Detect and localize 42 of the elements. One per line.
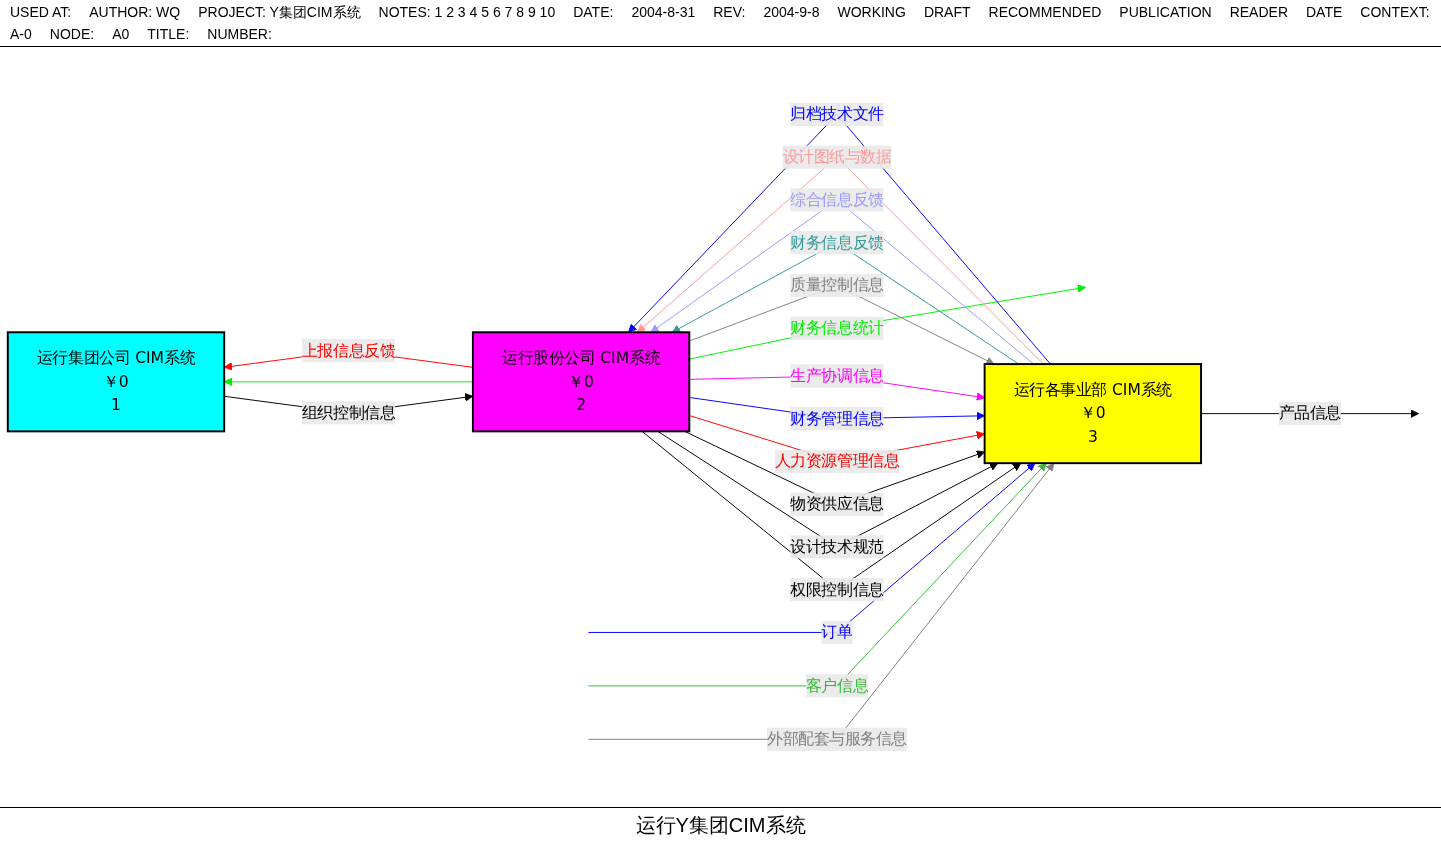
edge-label: 外部配套与服务信息 (767, 729, 907, 749)
edge-label: 人力资源管理信息 (774, 451, 900, 471)
frame-label: 2004-9-8 (763, 4, 820, 22)
node-box: 运行各事业部 CIM系统 ￥0 3 (983, 363, 1202, 465)
edge-label: 产品信息 (1278, 404, 1341, 423)
frame-label: AUTHOR: WQ (89, 4, 181, 22)
edge-label: 财务信息反馈 (790, 233, 884, 252)
frame-label: PROJECT: Y集团CIM系统 (198, 4, 361, 22)
frame-label: A-0 (10, 26, 32, 42)
frame-label: A0 (112, 26, 130, 42)
frame-label: NUMBER: (207, 26, 272, 42)
frame-label: CONTEXT: (1360, 4, 1430, 22)
frame-label: DATE: (573, 4, 614, 22)
frame-label: DATE (1306, 4, 1343, 22)
edge-label: 生产协调信息 (790, 366, 884, 385)
frame-label: 2004-8-31 (631, 4, 696, 22)
edge-label: 财务管理信息 (790, 409, 884, 428)
frame-label: REV: (713, 4, 746, 22)
frame-label: PUBLICATION (1119, 4, 1212, 22)
diagram-title: 运行Y集团CIM系统 (0, 807, 1441, 843)
edge-label: 综合信息反馈 (790, 190, 884, 209)
node-box: 运行集团公司 CIM系统 ￥0 1 (6, 331, 226, 433)
frame-label: NODE: (49, 26, 95, 42)
edge-label: 订单 (821, 622, 853, 642)
edge-label: 权限控制信息 (790, 580, 884, 599)
edge-label: 物资供应信息 (790, 494, 884, 514)
frame-label: WORKING (837, 4, 906, 22)
edge-label: 设计技术规范 (790, 537, 884, 556)
frame-label: DRAFT (923, 4, 971, 22)
edge-label: 质量控制信息 (790, 275, 884, 295)
frame-label: RECOMMENDED (988, 4, 1102, 22)
frame-label: READER (1229, 4, 1288, 22)
frame-label: NOTES: 1 2 3 4 5 6 7 8 9 10 (378, 4, 556, 22)
edge-label: 归档技术文件 (790, 104, 884, 124)
edge-label: 财务信息统计 (790, 318, 884, 338)
frame-label: USED AT: (10, 4, 72, 22)
edge-label: 设计图纸与数据 (782, 147, 892, 167)
edge-label: 上报信息反馈 (301, 341, 396, 360)
edge-label: 组织控制信息 (301, 403, 396, 422)
node-box: 运行股份公司 CIM系统 ￥0 2 (471, 331, 691, 433)
edge-label: 客户信息 (805, 676, 869, 695)
frame-label: TITLE: (147, 26, 190, 42)
